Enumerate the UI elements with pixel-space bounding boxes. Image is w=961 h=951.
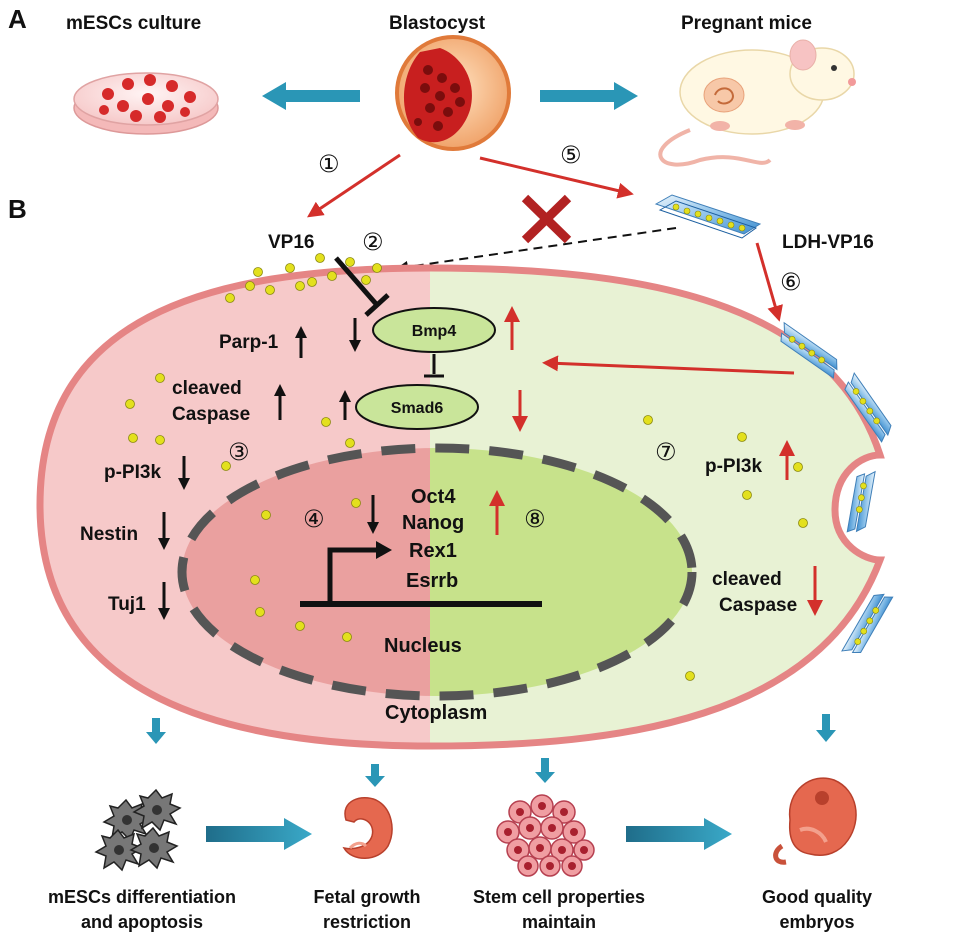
arrow-to-pregnant-mice <box>540 82 638 110</box>
vp16-inhibits-bmp4 <box>334 256 390 317</box>
panel-a-label: A <box>8 4 27 34</box>
outcome-1-line2: and apoptosis <box>81 912 203 932</box>
intracellular-particles <box>125 373 808 681</box>
tuj1-label: Tuj1 <box>108 594 146 615</box>
smad6-label: Smad6 <box>391 400 444 417</box>
step-8-label: ⑧ <box>524 506 546 533</box>
outcome-4-line1: Good quality <box>762 887 872 907</box>
membrane-ldh-particles <box>780 321 894 654</box>
cleaved-caspase-right-line1: cleaved <box>712 569 782 590</box>
cleaved-caspase-left-line2: Caspase <box>172 404 250 425</box>
outcome-3-line1: Stem cell properties <box>473 887 645 907</box>
cytoplasm-label: Cytoplasm <box>385 702 487 724</box>
bottom-down-arrows <box>146 714 836 787</box>
vp16-particles <box>225 253 382 303</box>
parp1-label: Parp-1 <box>219 332 279 353</box>
gene-nanog: Nanog <box>402 512 464 534</box>
step-4-label: ④ <box>303 506 325 533</box>
step-1-label: ① <box>318 151 340 178</box>
outcome-2-line1: Fetal growth <box>314 887 421 907</box>
mescs-culture-label: mESCs culture <box>66 13 201 34</box>
ppi3k-right-label: p-PI3k <box>705 456 762 477</box>
nestin-label: Nestin <box>80 524 138 545</box>
cleaved-caspase-left-line1: cleaved <box>172 378 242 399</box>
outcome-4-line2: embryos <box>779 912 854 932</box>
blocked-dashed-arrow <box>396 227 677 273</box>
smad6-node: Smad6 <box>355 384 479 430</box>
small-embryo-icon <box>342 797 393 859</box>
ldh-vp16-label: LDH-VP16 <box>782 232 874 253</box>
step-3-label: ③ <box>228 439 250 466</box>
pregnant-mice-label: Pregnant mice <box>681 13 812 34</box>
outcome-labels: mESCs differentiation and apoptosis Feta… <box>48 887 872 932</box>
bmp4-label: Bmp4 <box>412 323 457 340</box>
maintenance-arrow <box>626 818 732 850</box>
outcome-3-line2: maintain <box>522 912 596 932</box>
vp16-label: VP16 <box>268 232 314 253</box>
bmp4-inhibits-smad6 <box>424 354 444 378</box>
nucleus-label: Nucleus <box>384 635 462 657</box>
outcome-1-line1: mESCs differentiation <box>48 887 236 907</box>
panel-b-label: B <box>8 194 27 224</box>
promoter-icon <box>300 541 542 607</box>
apoptotic-cells-icon <box>94 788 182 872</box>
step-7-label: ⑦ <box>655 439 677 466</box>
stem-cell-colony-icon <box>496 794 595 877</box>
step-6-label: ⑥ <box>780 269 802 296</box>
blocked-cross-icon <box>521 194 572 244</box>
gene-esrrb: Esrrb <box>406 570 458 592</box>
blastocyst-icon <box>395 35 511 151</box>
arrow-step-6 <box>755 242 783 322</box>
step-5-label: ⑤ <box>560 142 582 169</box>
ldh-signal-arrow <box>542 355 795 375</box>
arrow-step-5 <box>479 156 634 199</box>
nuclear-envelope <box>177 443 697 701</box>
cleaved-caspase-right-line2: Caspase <box>719 595 797 616</box>
outcome-2-line2: restriction <box>323 912 411 932</box>
arrow-step-1 <box>307 153 401 218</box>
differentiation-arrow <box>206 818 312 850</box>
gene-rex1: Rex1 <box>409 540 457 562</box>
step-2-label: ② <box>362 229 384 256</box>
bmp4-node: Bmp4 <box>372 307 496 353</box>
good-embryo-icon <box>773 777 857 865</box>
gene-oct4: Oct4 <box>411 486 456 508</box>
petri-dish-icon <box>73 72 219 135</box>
ppi3k-left-label: p-PI3k <box>104 462 161 483</box>
blastocyst-label: Blastocyst <box>389 13 486 34</box>
ldh-vp16-particle-icon <box>654 194 762 239</box>
arrow-to-mescs-culture <box>262 82 360 110</box>
pregnant-mouse-icon <box>658 39 856 167</box>
